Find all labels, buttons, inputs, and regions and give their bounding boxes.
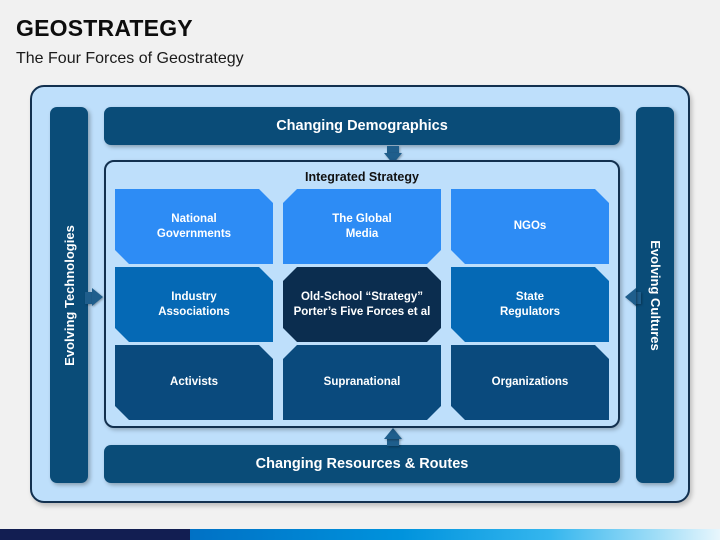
arrow-up-icon	[384, 428, 402, 439]
arrow-right-stem	[85, 292, 93, 304]
arrow-up-stem	[387, 438, 399, 446]
geostrategy-diagram: Changing Demographics Changing Resources…	[30, 85, 690, 503]
page-subtitle: The Four Forces of Geostrategy	[16, 50, 244, 67]
cell-label: Supranational	[323, 376, 401, 389]
page-title: GEOSTRATEGY	[16, 15, 193, 41]
cell-activists[interactable]: Activists	[115, 345, 273, 420]
cell-label: Activists	[170, 376, 218, 389]
cell-ngos[interactable]: NGOs	[451, 189, 609, 264]
force-bar-left-label: Evolving Technologies	[61, 224, 77, 366]
footer-stripe-navy-segment	[0, 529, 190, 540]
cell-supranational[interactable]: Supranational	[283, 345, 441, 420]
arrow-down-stem	[387, 146, 399, 154]
force-bar-bottom: Changing Resources & Routes	[104, 445, 620, 483]
footer-stripe	[0, 529, 720, 540]
arrow-left-icon	[625, 288, 636, 306]
cell-label: Old-School “Strategy”Porter’s Five Force…	[293, 290, 431, 318]
force-bar-right-label: Evolving Cultures	[647, 239, 663, 351]
arrow-down-icon	[384, 153, 402, 164]
force-bar-right: Evolving Cultures	[636, 107, 674, 483]
arrow-left-stem	[633, 292, 641, 304]
cell-old-school-strategy[interactable]: Old-School “Strategy”Porter’s Five Force…	[283, 267, 441, 342]
cell-organizations[interactable]: Organizations	[451, 345, 609, 420]
force-bar-top: Changing Demographics	[104, 107, 620, 145]
cell-label: NGOs	[513, 220, 547, 233]
integrated-strategy-title: Integrated Strategy	[305, 170, 419, 184]
arrow-right-icon	[92, 288, 103, 306]
footer-stripe-gradient-segment	[190, 529, 720, 540]
force-bar-left: Evolving Technologies	[50, 107, 88, 483]
cell-label: Organizations	[491, 376, 569, 389]
